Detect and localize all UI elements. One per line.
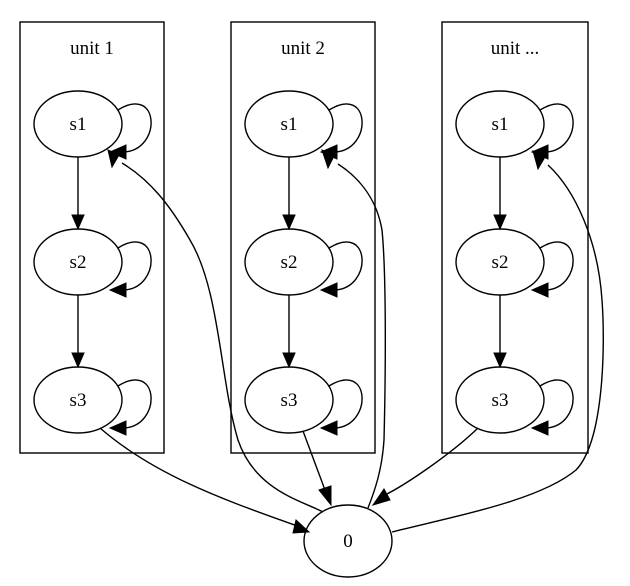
edge-sink-to-unitmore-s1 [391,150,604,533]
node-label: s1 [281,114,298,135]
arrowhead [319,282,338,298]
cluster-title: unit ... [491,38,540,59]
arrowhead [321,149,335,170]
edge-sink-to-unit2-s1 [321,149,387,509]
arrowhead [530,420,549,436]
arrowhead [108,282,127,298]
edge-sink-to-unit1-s1 [107,149,324,513]
arrowhead [532,150,546,171]
state-node-s2[interactable]: s2 [244,228,334,296]
node-label: s1 [70,114,87,135]
edge-s2-to-s3 [493,295,507,369]
arrowhead [282,352,296,369]
edge-unit1-s3-to-sink [99,427,311,534]
arrowhead [71,214,85,231]
state-node-s1[interactable]: s1 [455,90,545,158]
arrowhead [493,352,507,369]
arrowhead [282,214,296,231]
arrowhead [71,352,85,369]
cluster-unit-more: unit ... s1 s2 s3 [441,21,589,454]
self-loop-s3 [108,379,152,436]
self-loop-s2 [530,241,574,298]
self-loop-s3 [319,379,363,436]
arrowhead [292,519,311,534]
arrowhead [319,420,338,436]
edge-unit2-s3-to-sink [302,430,332,507]
edge-s2-to-s3 [71,295,85,369]
arrowhead [107,149,120,169]
state-node-s1[interactable]: s1 [33,90,123,158]
state-node-s2[interactable]: s2 [33,228,123,296]
edge-unitmore-s3-to-sink [371,427,479,506]
edge-s1-to-s2 [71,157,85,231]
arrowhead [108,420,127,436]
node-label: s3 [70,390,87,411]
edge-s1-to-s2 [493,157,507,231]
state-node-s3[interactable]: s3 [33,366,123,434]
state-node-s3[interactable]: s3 [455,366,545,434]
node-ellipse[interactable] [303,504,393,578]
sink-node[interactable]: 0 [303,504,393,578]
node-label: s3 [492,390,509,411]
arrowhead [318,485,332,507]
self-loop-s2 [108,241,152,298]
node-label: s1 [492,114,509,135]
arrowhead [493,214,507,231]
cluster-unit-1: unit 1 s1 s2 s3 [19,21,165,454]
arrowhead [530,282,549,298]
self-loop-s2 [319,241,363,298]
edge-s1-to-s2 [282,157,296,231]
cluster-unit-2: unit 2 s1 s2 s3 [230,21,376,454]
node-label: s2 [70,252,87,273]
state-node-s3[interactable]: s3 [244,366,334,434]
node-label: s3 [281,390,298,411]
state-node-s2[interactable]: s2 [455,228,545,296]
arrowhead [371,488,391,506]
cluster-title: unit 1 [70,38,114,59]
self-loop-s3 [530,379,574,436]
node-label: s2 [492,252,509,273]
state-node-s1[interactable]: s1 [244,90,334,158]
node-label: s2 [281,252,298,273]
cluster-title: unit 2 [281,38,325,59]
edge-s2-to-s3 [282,295,296,369]
sink-label: 0 [343,531,353,552]
